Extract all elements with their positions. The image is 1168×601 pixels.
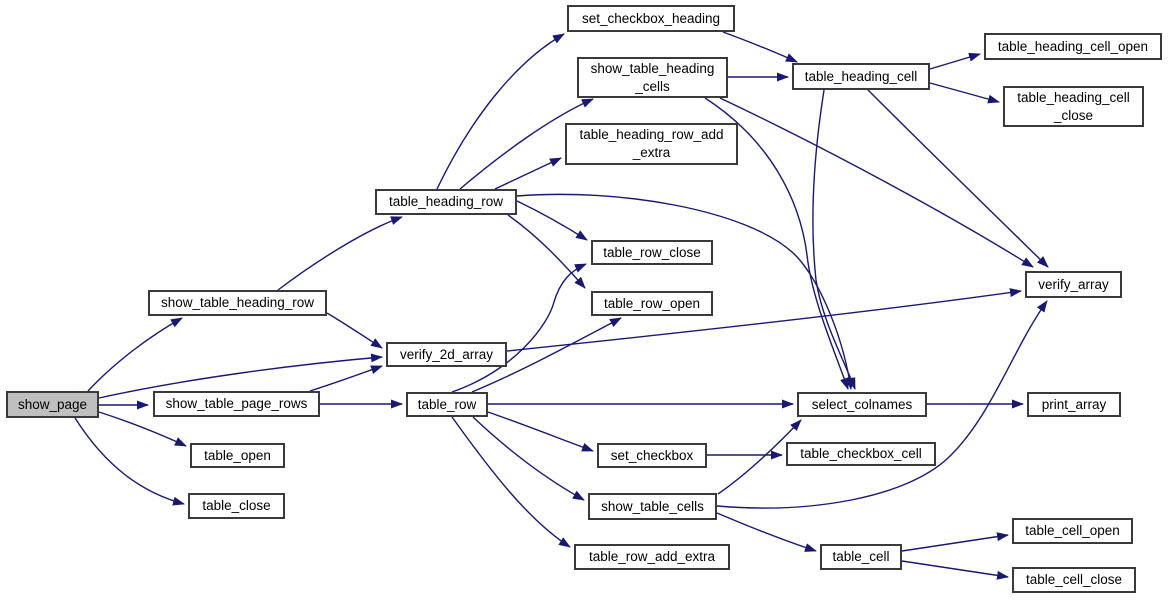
edge-show_table_heading_cells-to-verify_array bbox=[719, 97, 1034, 268]
node-table_heading_cell[interactable]: table_heading_cell bbox=[792, 63, 930, 90]
node-label: table_row bbox=[417, 396, 477, 412]
node-table_row_open[interactable]: table_row_open bbox=[591, 291, 713, 316]
edge-show_table_cells-to-verify_array bbox=[716, 300, 1048, 509]
node-label: table_close bbox=[202, 498, 271, 513]
edge-show_table_cells-to-table_cell bbox=[716, 512, 817, 552]
node-label: table_heading_row_add _extra bbox=[579, 127, 724, 160]
node-label: table_heading_cell_open bbox=[997, 38, 1149, 54]
edge-show_table_heading_row-to-table_heading_row bbox=[277, 216, 403, 291]
edge-show_table_heading_cells-to-select_colnames bbox=[704, 97, 849, 390]
node-table_cell_open[interactable]: table_cell_open bbox=[1012, 518, 1133, 544]
node-label: table_open bbox=[204, 447, 271, 463]
edge-table_heading_row-to-table_row_open bbox=[507, 214, 586, 289]
edge-show_page-to-table_open bbox=[98, 411, 187, 447]
node-label: table_cell_open bbox=[1025, 523, 1120, 538]
node-table_open[interactable]: table_open bbox=[190, 443, 285, 468]
edge-table_heading_row-to-set_checkbox_heading bbox=[436, 33, 565, 190]
node-select_colnames[interactable]: select_colnames bbox=[797, 392, 927, 417]
node-show_table_heading_cells[interactable]: show_table_heading _cells bbox=[577, 57, 728, 98]
node-label: table_heading_cell bbox=[804, 68, 918, 84]
edge-table_heading_cell-to-table_heading_cell_close bbox=[929, 82, 1000, 104]
node-set_checkbox_heading[interactable]: set_checkbox_heading bbox=[567, 5, 735, 32]
edge-table_cell-to-table_cell_close bbox=[901, 560, 1009, 580]
edge-table_heading_cell-to-verify_array bbox=[867, 89, 1049, 268]
edge-table_heading_cell-to-table_heading_cell_open bbox=[929, 52, 981, 70]
node-show_table_cells[interactable]: show_table_cells bbox=[588, 493, 717, 520]
node-label: table_row_close bbox=[603, 244, 701, 260]
node-label: show_table_heading _cells bbox=[590, 60, 715, 94]
node-table_heading_row_add_extra[interactable]: table_heading_row_add _extra bbox=[565, 123, 738, 165]
edge-table_row-to-set_checkbox bbox=[487, 411, 594, 452]
edge-show_page-to-verify_2d_array bbox=[98, 353, 383, 399]
node-table_close[interactable]: table_close bbox=[188, 493, 285, 519]
node-table_row_close[interactable]: table_row_close bbox=[591, 240, 713, 265]
node-table_heading_row[interactable]: table_heading_row bbox=[375, 189, 517, 215]
edge-table_heading_row-to-select_colnames bbox=[516, 193, 854, 390]
node-label: print_array bbox=[1041, 396, 1107, 412]
node-table_row_add_extra[interactable]: table_row_add_extra bbox=[574, 544, 730, 570]
node-label: table_heading_cell _close bbox=[1017, 89, 1130, 123]
node-set_checkbox[interactable]: set_checkbox bbox=[597, 443, 707, 468]
edge-table_row-to-table_row_add_extra bbox=[451, 416, 571, 548]
edge-show_page-to-show_table_heading_row bbox=[87, 317, 183, 392]
node-table_cell[interactable]: table_cell bbox=[820, 544, 902, 570]
node-table_row[interactable]: table_row bbox=[406, 392, 488, 417]
node-show_page[interactable]: show_page bbox=[6, 391, 99, 418]
node-label: show_page bbox=[17, 396, 88, 412]
node-print_array[interactable]: print_array bbox=[1027, 392, 1121, 417]
node-label: show_table_heading_row bbox=[160, 295, 315, 310]
edge-table_row-to-table_row_open bbox=[471, 317, 622, 393]
node-table_heading_cell_close[interactable]: table_heading_cell _close bbox=[1003, 86, 1144, 127]
node-label: table_cell_close bbox=[1025, 572, 1123, 587]
node-label: verify_array bbox=[1038, 276, 1109, 292]
node-show_table_page_rows[interactable]: show_table_page_rows bbox=[153, 391, 320, 417]
edge-show_table_page_rows-to-verify_2d_array bbox=[309, 365, 383, 392]
edge-table_heading_cell-to-select_colnames bbox=[812, 89, 856, 390]
edge-table_cell-to-table_cell_open bbox=[901, 532, 1009, 552]
node-table_checkbox_cell[interactable]: table_checkbox_cell bbox=[786, 442, 936, 466]
edge-table_row-to-table_row_close bbox=[451, 263, 587, 393]
edge-show_table_cells-to-select_colnames bbox=[717, 419, 802, 495]
node-label: table_row_add_extra bbox=[588, 549, 716, 564]
edge-verify_2d_array-to-verify_array bbox=[506, 288, 1022, 352]
node-table_cell_close[interactable]: table_cell_close bbox=[1012, 567, 1136, 593]
edge-show_table_heading_row-to-verify_2d_array bbox=[326, 312, 383, 349]
node-table_heading_cell_open[interactable]: table_heading_cell_open bbox=[984, 33, 1162, 60]
node-label: table_cell bbox=[832, 549, 890, 564]
node-label: table_checkbox_cell bbox=[800, 446, 922, 461]
node-label: set_checkbox bbox=[610, 447, 694, 463]
edge-show_page-to-table_close bbox=[74, 417, 185, 506]
node-label: table_row_open bbox=[603, 295, 701, 311]
node-label: show_table_page_rows bbox=[165, 396, 308, 411]
node-verify_array[interactable]: verify_array bbox=[1025, 271, 1122, 298]
node-label: select_colnames bbox=[811, 396, 913, 412]
node-show_table_heading_row[interactable]: show_table_heading_row bbox=[148, 290, 327, 316]
node-label: set_checkbox_heading bbox=[581, 10, 721, 26]
edge-table_heading_row-to-show_table_heading_cells bbox=[459, 98, 594, 190]
edge-table_heading_row-to-table_row_close bbox=[516, 200, 588, 241]
node-label: show_table_cells bbox=[601, 498, 704, 514]
edge-table_row-to-show_table_cells bbox=[472, 416, 585, 501]
edge-set_checkbox_heading-to-table_heading_cell bbox=[722, 31, 798, 63]
node-label: verify_2d_array bbox=[399, 346, 494, 362]
node-verify_2d_array[interactable]: verify_2d_array bbox=[386, 342, 507, 367]
node-label: table_heading_row bbox=[388, 194, 504, 209]
edge-table_heading_row-to-table_heading_row_add_extra bbox=[494, 157, 562, 190]
